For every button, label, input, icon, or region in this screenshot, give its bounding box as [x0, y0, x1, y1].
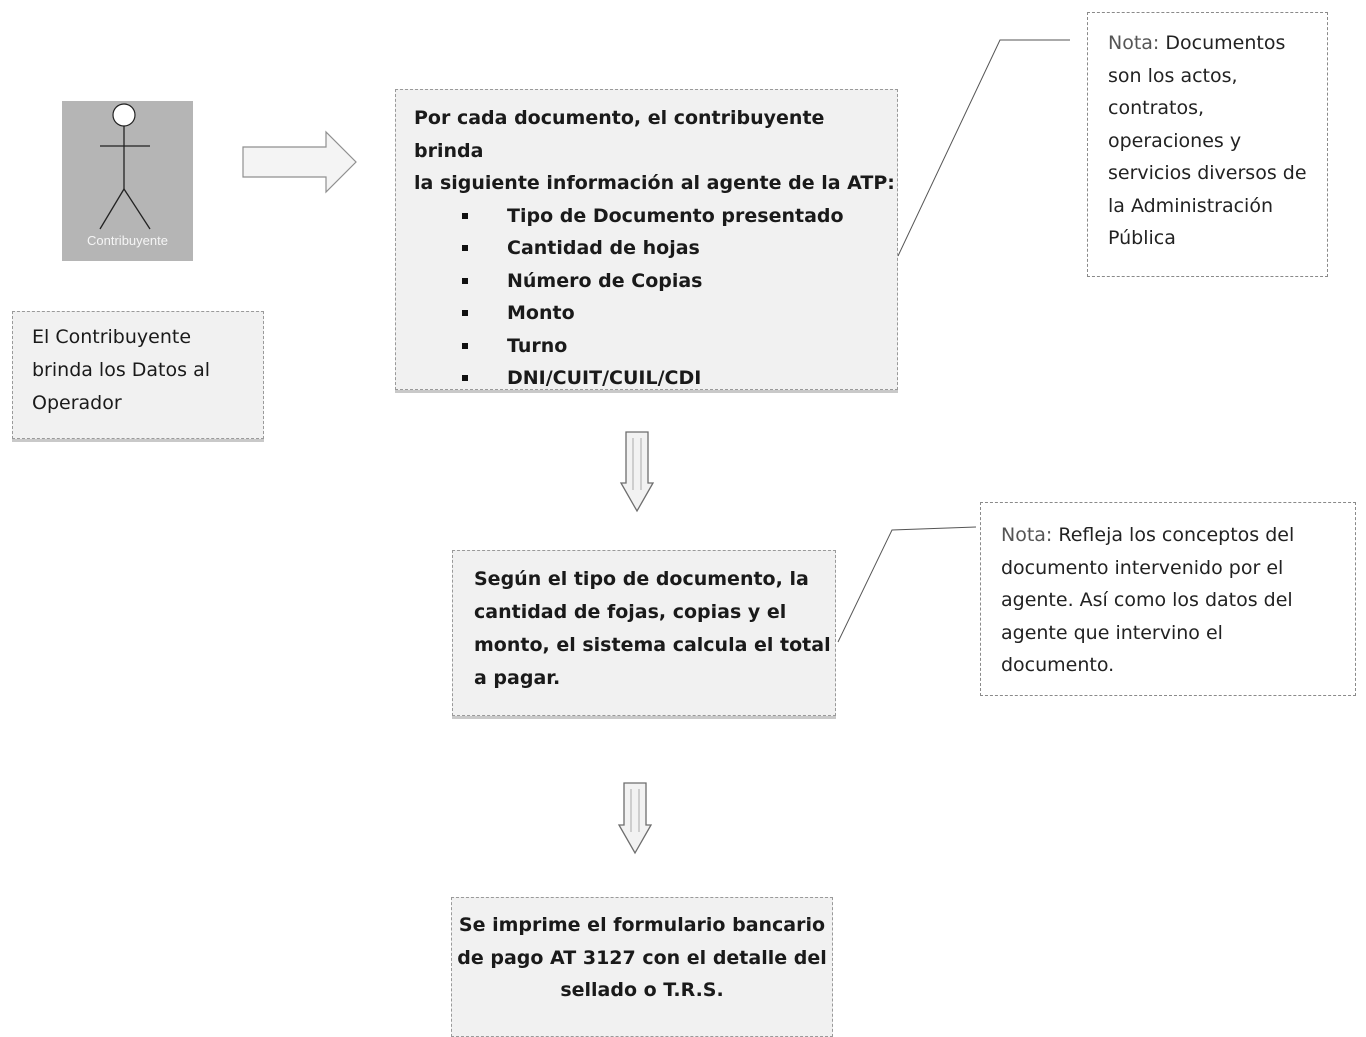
print-line: sellado o T.R.S.	[560, 979, 724, 1001]
list-item: Tipo de Documento presentado	[414, 200, 897, 233]
actor-label: Contribuyente	[87, 233, 168, 248]
note2-connector	[837, 526, 977, 643]
print-form-box: Se imprime el formulario bancario de pag…	[451, 897, 833, 1037]
bullet-icon	[462, 245, 468, 251]
intro-line: la siguiente información al agente de la…	[414, 172, 895, 194]
list-item: Monto	[414, 297, 897, 330]
actor-caption-box: El Contribuyente brinda los Datos al Ope…	[12, 311, 264, 439]
intro-line: Por cada documento, el contribuyente bri…	[414, 107, 825, 162]
calculation-box: Según el tipo de documento, la cantidad …	[452, 550, 836, 716]
stick-figure-icon	[99, 103, 151, 230]
list-item: DNI/CUIT/CUIL/CDI	[414, 362, 897, 395]
down-arrow-1	[619, 431, 655, 513]
note1-line: Pública	[1108, 227, 1176, 249]
list-item: Turno	[414, 330, 897, 363]
caption-line: Operador	[32, 392, 122, 414]
calc-line: Según el tipo de documento, la	[474, 568, 809, 590]
caption-line: El Contribuyente	[32, 326, 192, 348]
bullet-icon	[462, 277, 468, 284]
note2-line: Nota: Refleja los conceptos del	[1001, 524, 1295, 546]
note1-line: Nota: Documentos	[1108, 32, 1286, 54]
note1-prefix: Nota:	[1108, 32, 1160, 54]
info-list: Tipo de Documento presentado Cantidad de…	[414, 200, 897, 395]
actor-contribuyente: Contribuyente	[62, 101, 193, 261]
note1-line: contratos,	[1108, 97, 1205, 119]
main-info-box: Por cada documento, el contribuyente bri…	[395, 89, 898, 390]
list-item: Número de Copias	[414, 265, 897, 298]
bullet-icon	[462, 310, 468, 316]
print-line: Se imprime el formulario bancario	[458, 914, 826, 936]
calc-line: monto, el sistema calcula el total	[474, 634, 831, 656]
note2-line: agente que intervino el	[1001, 621, 1223, 644]
note1-line: servicios diversos de	[1108, 162, 1307, 184]
note2-line: documento.	[1001, 654, 1115, 676]
note2-line: agente. Así como los datos del	[1001, 589, 1293, 611]
main-intro: Por cada documento, el contribuyente bri…	[414, 102, 897, 200]
bullet-icon	[462, 342, 468, 349]
list-item: Cantidad de hojas	[414, 232, 897, 265]
calc-line: cantidad de fojas, copias y el	[474, 601, 787, 623]
note2-line: documento intervenido por el	[1001, 556, 1284, 579]
calc-line: a pagar.	[474, 667, 561, 689]
note-documentos: Nota: Documentos son los actos, contrato…	[1087, 12, 1328, 277]
bullet-icon	[462, 212, 468, 219]
note2-prefix: Nota:	[1001, 524, 1053, 546]
caption-line: brinda los Datos al	[32, 359, 210, 381]
down-arrow-2	[617, 782, 653, 855]
print-line: de pago AT 3127 con el detalle del	[457, 946, 827, 969]
bullet-icon	[462, 375, 468, 381]
note1-line: son los actos,	[1108, 64, 1238, 87]
note1-line: operaciones y	[1108, 129, 1242, 152]
right-arrow	[242, 130, 357, 194]
note1-line: la Administración	[1108, 194, 1273, 217]
note-conceptos: Nota: Refleja los conceptos del document…	[980, 502, 1356, 696]
note1-connector	[897, 39, 1070, 257]
